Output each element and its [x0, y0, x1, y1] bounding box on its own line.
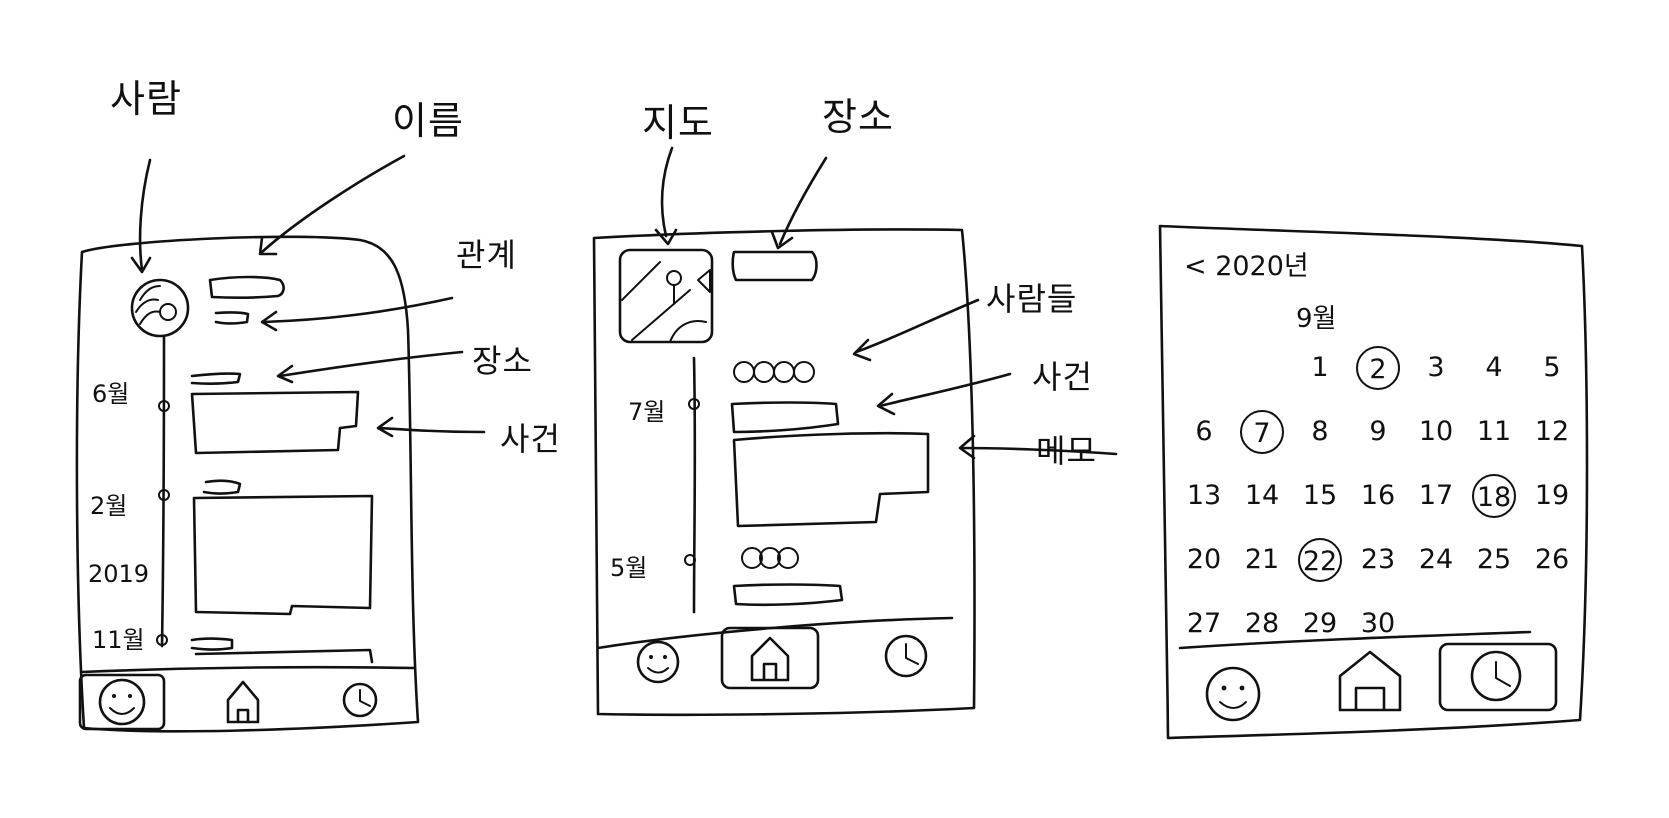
calendar-day[interactable]: 8: [1311, 416, 1329, 447]
event-title-placeholder: [730, 401, 840, 434]
calendar-day[interactable]: 1: [1311, 352, 1329, 383]
annotation-name: 이름: [392, 99, 464, 143]
annotation-place: 장소: [472, 342, 533, 380]
place-name-placeholder: [731, 250, 818, 282]
calendar-day[interactable]: 15: [1302, 480, 1338, 511]
calendar-day[interactable]: 22: [1298, 538, 1342, 582]
timeline-label: 2월: [90, 492, 128, 520]
calendar-day[interactable]: 20: [1186, 544, 1222, 575]
annotation-memo: 메모: [1036, 432, 1097, 470]
timeline-2: [684, 356, 700, 614]
event-title-placeholder-2: [732, 583, 844, 607]
memo-card: [732, 431, 930, 528]
timeline-label: 2019: [88, 560, 150, 588]
people-avatars-2: [741, 547, 799, 569]
calendar-day[interactable]: 16: [1360, 480, 1396, 511]
calendar-day[interactable]: 28: [1244, 608, 1280, 639]
calendar-day[interactable]: 9: [1369, 416, 1387, 447]
annotation-event-2: 사건: [1032, 358, 1093, 396]
place-placeholder: [190, 372, 242, 385]
calendar-day[interactable]: 2: [1356, 346, 1400, 390]
avatar: [130, 278, 190, 338]
relation-placeholder: [214, 311, 250, 325]
calendar-day[interactable]: 18: [1472, 474, 1516, 518]
event-card-3: [194, 648, 374, 664]
annotation-arrows-2: [654, 146, 1118, 460]
timeline-label: 11월: [92, 626, 145, 654]
screen-1-phone-frame: [75, 235, 420, 733]
screen-1-bottom-nav: [78, 673, 378, 731]
calendar-day[interactable]: 23: [1360, 544, 1396, 575]
screen-2-bottom-nav: [636, 626, 928, 690]
annotation-people: 사람들: [986, 280, 1078, 318]
calendar-day[interactable]: 12: [1534, 416, 1570, 447]
calendar-day[interactable]: 13: [1186, 480, 1222, 511]
calendar-day[interactable]: 26: [1534, 544, 1570, 575]
screen-3-phone-frame: [1158, 224, 1589, 740]
calendar-day[interactable]: 24: [1418, 544, 1454, 575]
calendar-day[interactable]: 5: [1543, 352, 1561, 383]
calendar-day[interactable]: 11: [1476, 416, 1512, 447]
name-placeholder: [208, 275, 285, 299]
event-card-1: [190, 390, 360, 455]
calendar-month-label: 9월: [1296, 304, 1337, 334]
place-placeholder-3: [190, 637, 234, 651]
timeline-label: 5월: [610, 554, 648, 582]
timeline-1: [156, 334, 170, 648]
event-card-2: [192, 494, 374, 616]
annotation-arrows-1: [130, 154, 486, 438]
map-thumbnail: [618, 248, 714, 344]
calendar-day[interactable]: 10: [1418, 416, 1454, 447]
annotation-event: 사건: [500, 420, 561, 458]
calendar-day[interactable]: 25: [1476, 544, 1512, 575]
calendar-day[interactable]: 17: [1418, 480, 1454, 511]
timeline-label: 7월: [628, 398, 666, 426]
annotation-place-2: 장소: [822, 95, 894, 139]
place-placeholder-2: [202, 479, 242, 495]
calendar-day[interactable]: 6: [1195, 416, 1213, 447]
people-avatars-1: [733, 361, 815, 383]
annotation-person: 사람: [110, 77, 182, 121]
calendar-day[interactable]: 7: [1240, 410, 1284, 454]
annotation-relation: 관계: [456, 236, 517, 274]
timeline-label: 6월: [92, 380, 130, 408]
calendar-day[interactable]: 14: [1244, 480, 1280, 511]
calendar-day[interactable]: 3: [1427, 352, 1445, 383]
calendar-day[interactable]: 27: [1186, 608, 1222, 639]
screen-3-bottom-nav: [1205, 642, 1558, 722]
calendar-day[interactable]: 30: [1360, 608, 1396, 639]
annotation-map: 지도: [642, 101, 714, 145]
calendar-day[interactable]: 29: [1302, 608, 1338, 639]
calendar-day[interactable]: 21: [1244, 544, 1280, 575]
calendar-day[interactable]: 4: [1485, 352, 1503, 383]
calendar-day[interactable]: 19: [1534, 480, 1570, 511]
calendar-year-nav[interactable]: < 2020년: [1184, 251, 1309, 282]
